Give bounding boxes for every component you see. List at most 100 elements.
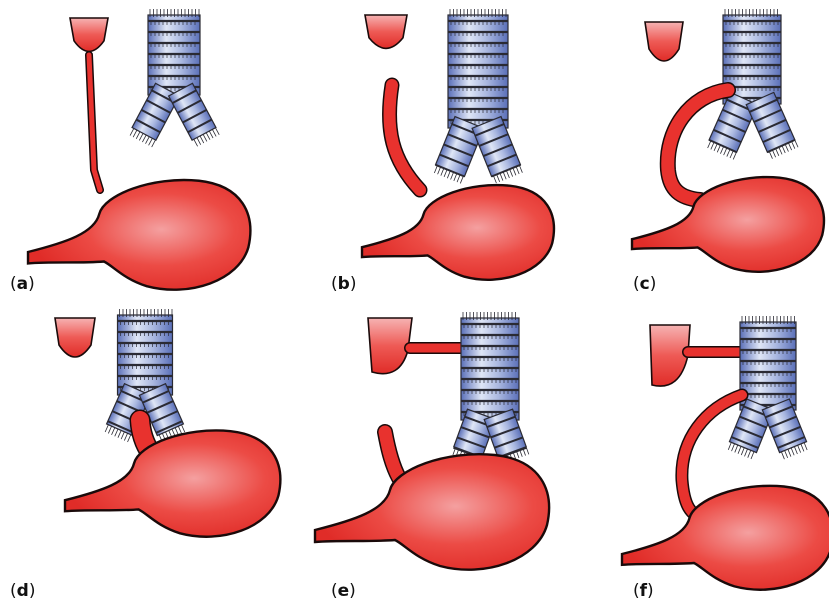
panel-b (362, 9, 554, 280)
bronchus-fringe (751, 452, 754, 459)
bronchus-fringe (146, 137, 150, 144)
esophageal-pouch (55, 318, 95, 357)
trachea (726, 316, 809, 460)
bronchus-fringe (516, 167, 519, 174)
bronchus-fringe (724, 148, 727, 155)
bronchus-fringe (194, 139, 198, 146)
left-bronchus (128, 83, 179, 147)
bronchus-fringe (124, 433, 127, 440)
bronchus-fringe (105, 425, 108, 432)
bronchus-fringe (776, 148, 779, 155)
stomach (632, 177, 824, 272)
bronchus-fringe (209, 131, 213, 138)
bronchus-fringe (460, 176, 463, 183)
bronchus-fringe (782, 146, 785, 153)
bronchus-fringe (781, 452, 784, 459)
bronchus-fringe (434, 166, 437, 173)
bronchus-fringe (769, 151, 772, 158)
bronchus-fringe (788, 143, 791, 150)
bronchus-fringe (447, 171, 450, 178)
stomach (362, 185, 554, 280)
bronchus-fringe (720, 146, 723, 153)
bronchus-fringe (178, 426, 181, 433)
bronchus-fringe (454, 173, 457, 180)
bronchus-fringe (139, 133, 143, 140)
right-bronchus (762, 399, 809, 460)
bronchus-fringe (708, 141, 711, 148)
panel-f (622, 316, 829, 590)
stomach (315, 454, 549, 569)
bronchus-fringe (215, 128, 219, 135)
bronchus-fringe (182, 425, 185, 432)
bronchus-fringe (108, 426, 111, 433)
bronchus-fringe (513, 168, 516, 175)
bronchus-fringe (728, 442, 731, 449)
panel-label-b: (b) (331, 276, 356, 293)
bronchus-fringe (733, 152, 736, 159)
bronchus-fringe (526, 447, 529, 455)
bronchus-fringe (175, 428, 178, 435)
bronchus-fringe (804, 443, 807, 450)
bronchus-fringe (801, 444, 804, 451)
bronchus-fringe (738, 446, 741, 453)
bronchus-fringe (798, 445, 801, 452)
bronchus-fringe (748, 450, 751, 457)
bronchus-fringe (717, 145, 720, 152)
bronchus-fringe (519, 165, 522, 172)
bronchus-fringe (727, 149, 730, 156)
trachea (451, 312, 529, 465)
stomach (28, 180, 250, 290)
bronchus-fringe (457, 175, 460, 182)
panel-c (632, 9, 824, 272)
bronchus-fringe (121, 432, 124, 439)
esophageal-pouch (70, 18, 108, 51)
panel-label-d: (d) (10, 583, 35, 600)
bronchus-fringe (791, 448, 794, 455)
bronchus-fringe (741, 448, 744, 455)
bronchus-fringe (444, 169, 447, 176)
stomach (65, 430, 280, 536)
bronchus-fringe (785, 450, 788, 457)
trachea (128, 9, 219, 147)
bronchus-fringe (142, 135, 146, 142)
bronchus-fringe (745, 449, 748, 456)
trachea (433, 9, 524, 184)
bronchus-fringe (772, 150, 775, 157)
panel-e (315, 312, 549, 570)
bronchus-fringe (200, 136, 204, 143)
bronchus-fringe (451, 172, 454, 179)
bronchus-fringe (149, 138, 153, 145)
bronchus-fringe (730, 151, 733, 158)
right-bronchus (169, 83, 220, 147)
panel-label-c: (c) (633, 276, 656, 293)
bronchus-fringe (795, 140, 798, 147)
panel-label-f: (f) (633, 583, 654, 600)
right-bronchus (746, 92, 798, 159)
bronchus-fringe (128, 435, 131, 442)
right-bronchus (472, 117, 523, 184)
esophageal-pouch (365, 15, 407, 48)
bronchus-fringe (506, 171, 509, 178)
bronchus-fringe (118, 430, 121, 437)
bronchus-fringe (493, 176, 496, 183)
bronchus-fringe (152, 140, 156, 147)
bronchus-fringe (441, 168, 444, 175)
panel-d (55, 309, 280, 537)
panel-a (28, 9, 250, 290)
bronchus-fringe (732, 444, 735, 451)
bronchus-fringe (792, 141, 795, 148)
bronchus-fringe (735, 445, 738, 452)
bronchus-fringe (497, 174, 500, 181)
bronchus-fringe (115, 429, 118, 436)
esophageal-pouch (645, 22, 683, 61)
bronchus-fringe (503, 172, 506, 179)
panel-label-a: (a) (10, 276, 35, 293)
bronchus-fringe (788, 449, 791, 456)
trachea-tube (740, 322, 796, 410)
bronchus-fringe (779, 147, 782, 154)
bronchus-fringe (133, 130, 137, 137)
bronchus-fringe (510, 169, 513, 176)
bronchus-fringe (206, 133, 210, 140)
bronchus-fringe (112, 428, 115, 435)
